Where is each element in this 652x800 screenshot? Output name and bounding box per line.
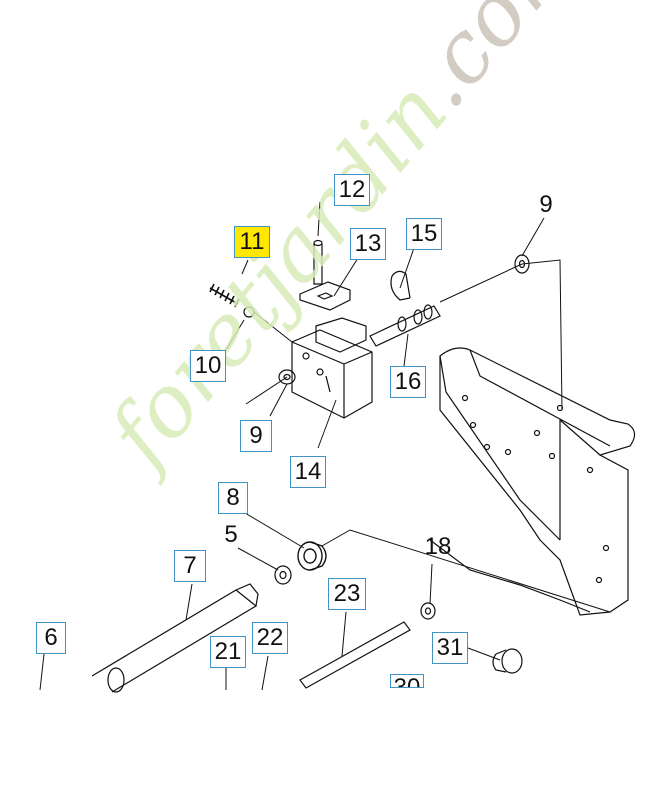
shaft-16-part [369, 304, 441, 347]
callout-6[interactable]: 6 [36, 622, 66, 654]
callout-9-top[interactable]: 9 [539, 191, 553, 218]
bushing-31-part [492, 648, 523, 674]
callout-10[interactable]: 10 [190, 350, 226, 382]
callout-14[interactable]: 14 [290, 456, 326, 488]
callout-23[interactable]: 23 [328, 578, 366, 610]
washer-18-part [420, 602, 436, 620]
callout-31[interactable]: 31 [432, 632, 468, 664]
plate-13-part [299, 281, 351, 311]
callout-21[interactable]: 21 [210, 636, 246, 668]
callout-15[interactable]: 15 [406, 218, 442, 250]
spring-11-part [209, 283, 240, 308]
shaft-23-part [299, 621, 411, 689]
frame-part [429, 347, 636, 616]
leader-lines [39, 201, 611, 691]
callout-22[interactable]: 22 [252, 622, 288, 654]
callout-18[interactable]: 18 [424, 533, 452, 560]
clip-15-part [390, 270, 411, 301]
block-14-part [291, 317, 373, 419]
callout-9-mid[interactable]: 9 [240, 420, 272, 452]
bushing-8-part [297, 541, 327, 571]
pin-12-part [313, 239, 323, 285]
callout-13[interactable]: 13 [350, 228, 386, 260]
washer-5-part [274, 565, 292, 585]
callout-8[interactable]: 8 [218, 482, 248, 514]
callout-7[interactable]: 7 [174, 550, 206, 582]
callout-16[interactable]: 16 [390, 366, 426, 398]
shaft-7-part [91, 583, 259, 693]
callout-30[interactable]: 30 [390, 674, 424, 688]
callout-12[interactable]: 12 [334, 174, 370, 206]
callout-11-highlighted[interactable]: 11 [234, 226, 270, 258]
callout-5[interactable]: 5 [224, 521, 238, 548]
